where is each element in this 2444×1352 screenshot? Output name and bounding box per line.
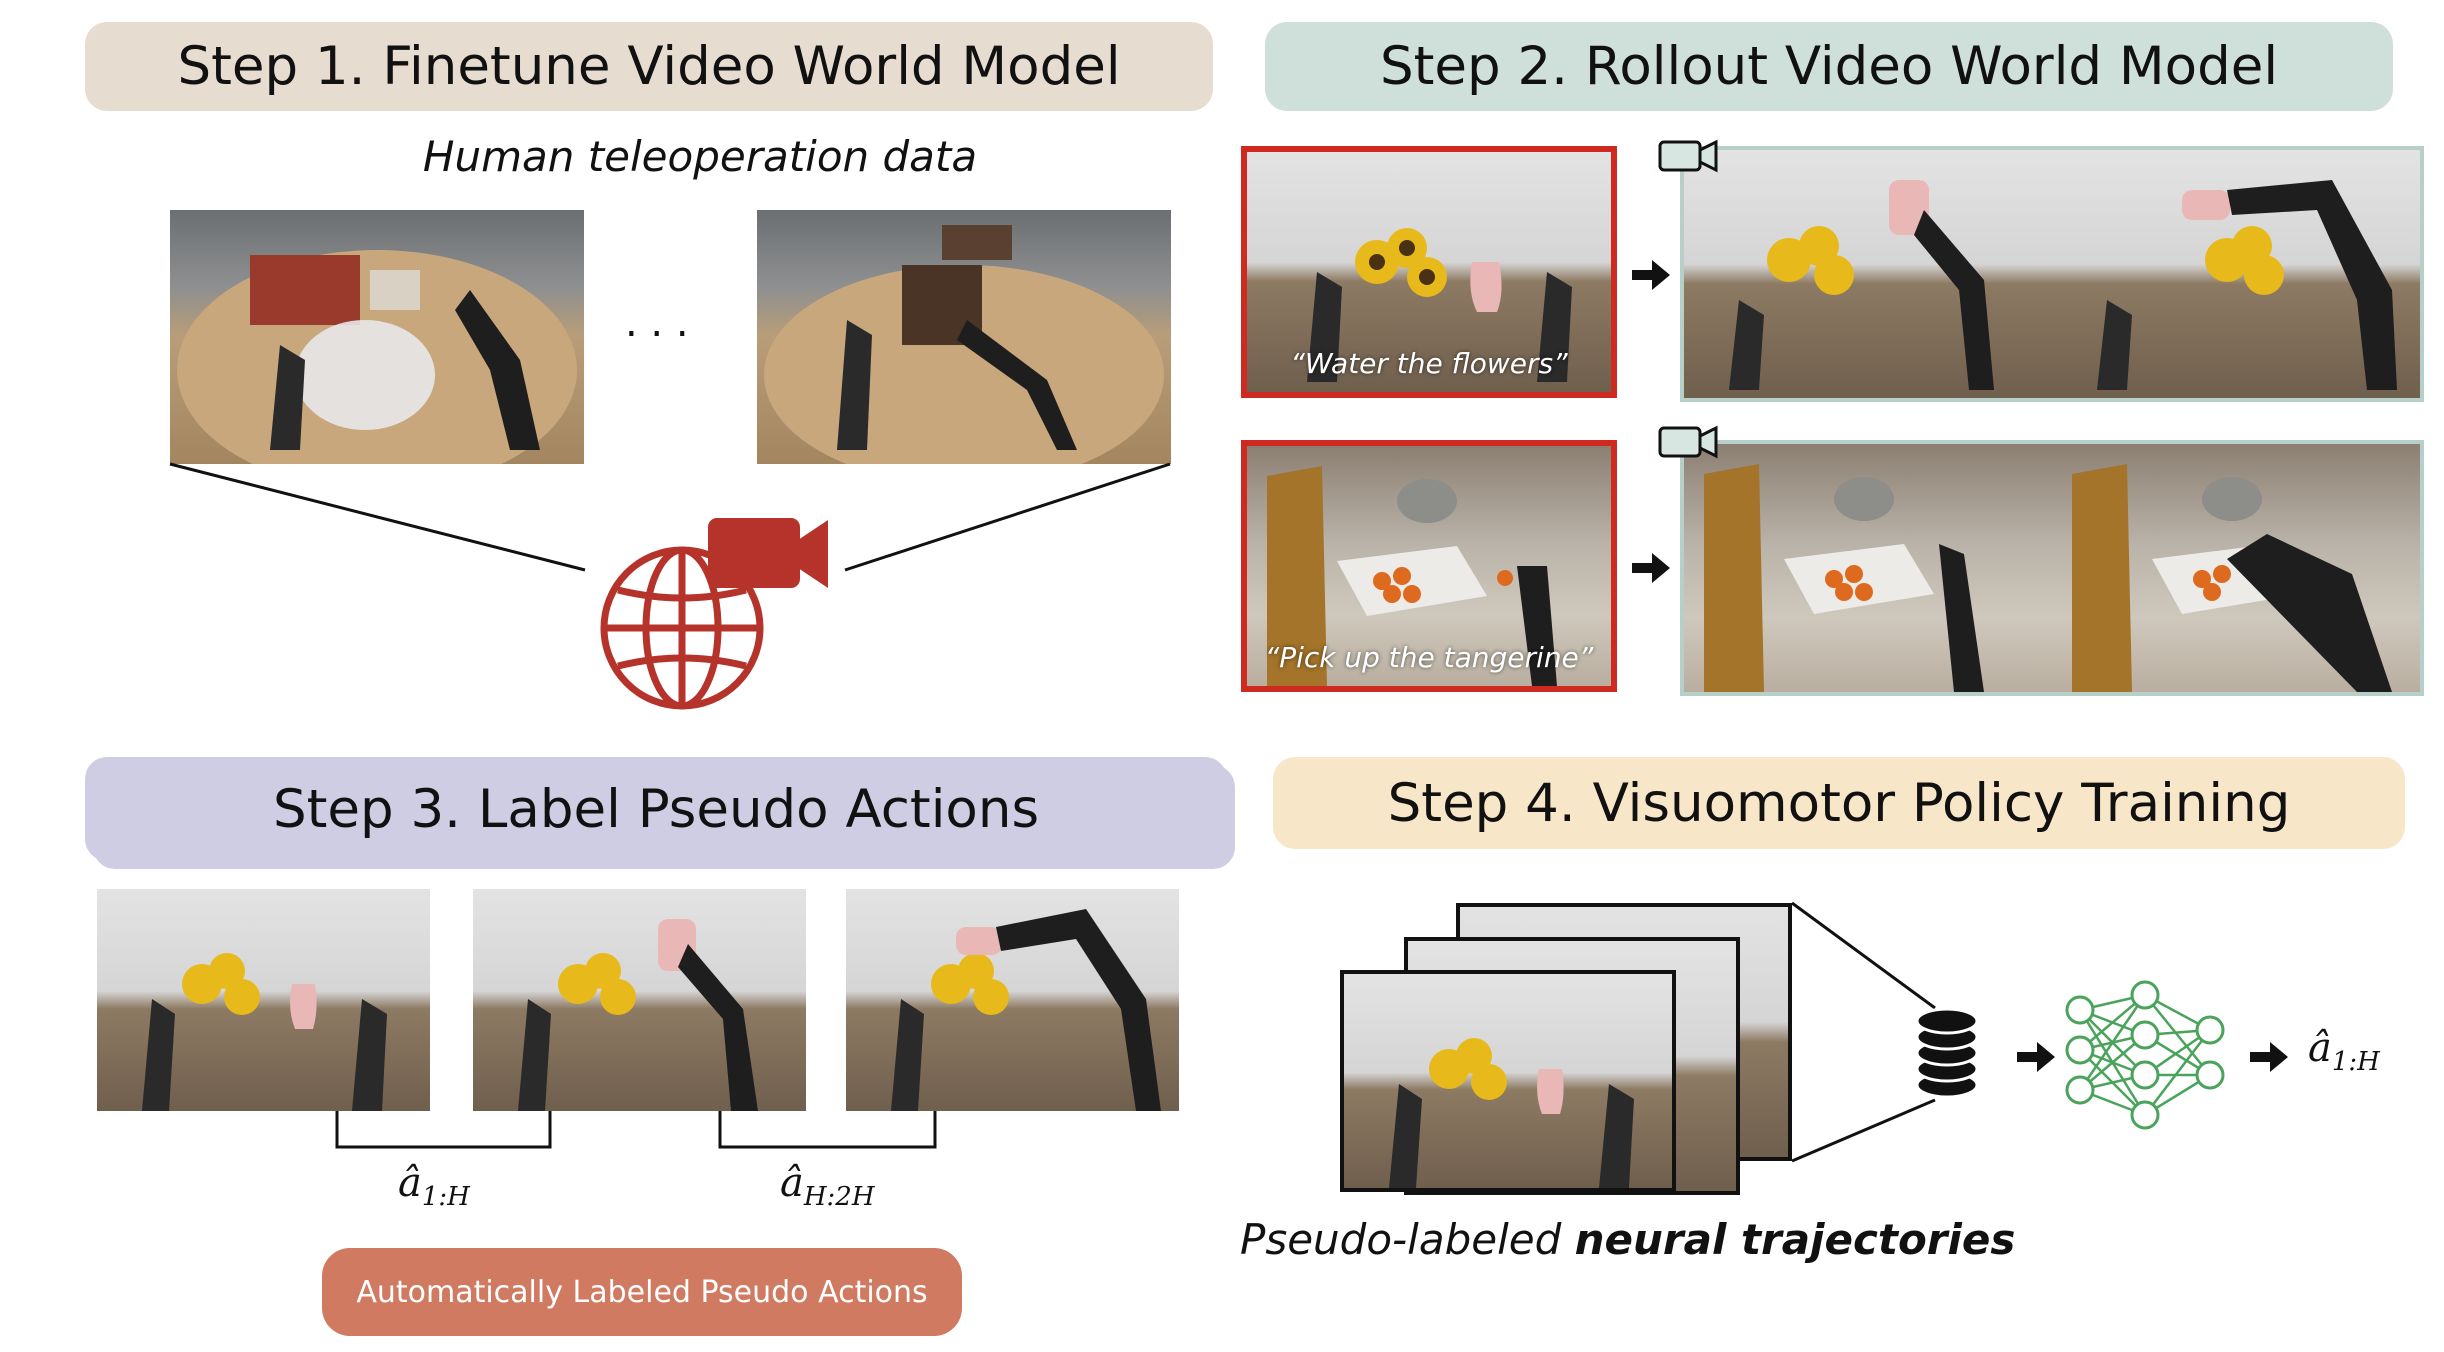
rollout-output-panel-2 (1680, 440, 2424, 696)
teleop-frame-1-scene (177, 250, 577, 464)
arrow-right-icon (1632, 260, 1670, 290)
step3-title: Step 3. Label Pseudo Actions (85, 757, 1227, 861)
step3-frame-3 (846, 889, 1179, 1111)
rollout-output-panel-1 (1680, 146, 2424, 402)
rollout-output-1a (1684, 150, 2052, 398)
camera-icon-row1 (1658, 139, 1718, 173)
step4-title-text: Step 4. Visuomotor Policy Training (1387, 772, 2291, 834)
output-a-1-H: â1:H (2308, 1025, 2380, 1077)
flowers-scene (1307, 228, 1572, 382)
teleop-frame-1 (170, 210, 584, 464)
teleop-frame-2 (757, 210, 1171, 464)
rollout-output-2a (1684, 444, 2052, 692)
rollout-input-frame-1: “Water the flowers” (1241, 146, 1617, 398)
arrow-right-icon (1632, 553, 1670, 583)
arrow-right-icon (2250, 1042, 2288, 1072)
tangerine-scene (1267, 466, 1557, 686)
step3-title-text: Step 3. Label Pseudo Actions (272, 778, 1040, 840)
step3-frame-2 (473, 889, 806, 1111)
rollout-output-2b (2052, 444, 2420, 692)
arrow-right-icon (2017, 1042, 2055, 1072)
globe-camera-icon (600, 518, 828, 710)
label-a-H-2H: âH:2H (780, 1160, 875, 1212)
step2-title: Step 2. Rollout Video World Model (1265, 22, 2393, 111)
step4-caption: Pseudo-labeled neural trajectories (1240, 1215, 2016, 1264)
rollout-input-frame-2: “Pick up the tangerine” (1241, 440, 1617, 692)
neural-network-icon (2065, 980, 2225, 1130)
database-icon (1915, 1007, 1979, 1099)
trajectory-frame-front (1340, 970, 1676, 1192)
camera-icon-row2 (1658, 425, 1718, 459)
auto-label-pill: Automatically Labeled Pseudo Actions (322, 1248, 962, 1336)
step1-title-text: Step 1. Finetune Video World Model (177, 36, 1121, 97)
globe-icon (600, 546, 764, 710)
step1-caption: Human teleoperation data (422, 132, 978, 181)
prompt-pick-tangerine: “Pick up the tangerine” (1264, 641, 1594, 674)
prompt-water-flowers: “Water the flowers” (1290, 347, 1568, 380)
rollout-output-1b (2052, 150, 2420, 398)
ellipsis: . . . (625, 300, 689, 346)
step1-title: Step 1. Finetune Video World Model (85, 22, 1213, 111)
step2-title-text: Step 2. Rollout Video World Model (1379, 36, 2279, 97)
teleop-frame-2-scene (764, 225, 1164, 464)
video-camera-icon (708, 518, 828, 588)
step3-frame-1 (97, 889, 430, 1111)
label-a-1-H: â1:H (398, 1160, 470, 1212)
step4-title: Step 4. Visuomotor Policy Training (1273, 757, 2405, 849)
